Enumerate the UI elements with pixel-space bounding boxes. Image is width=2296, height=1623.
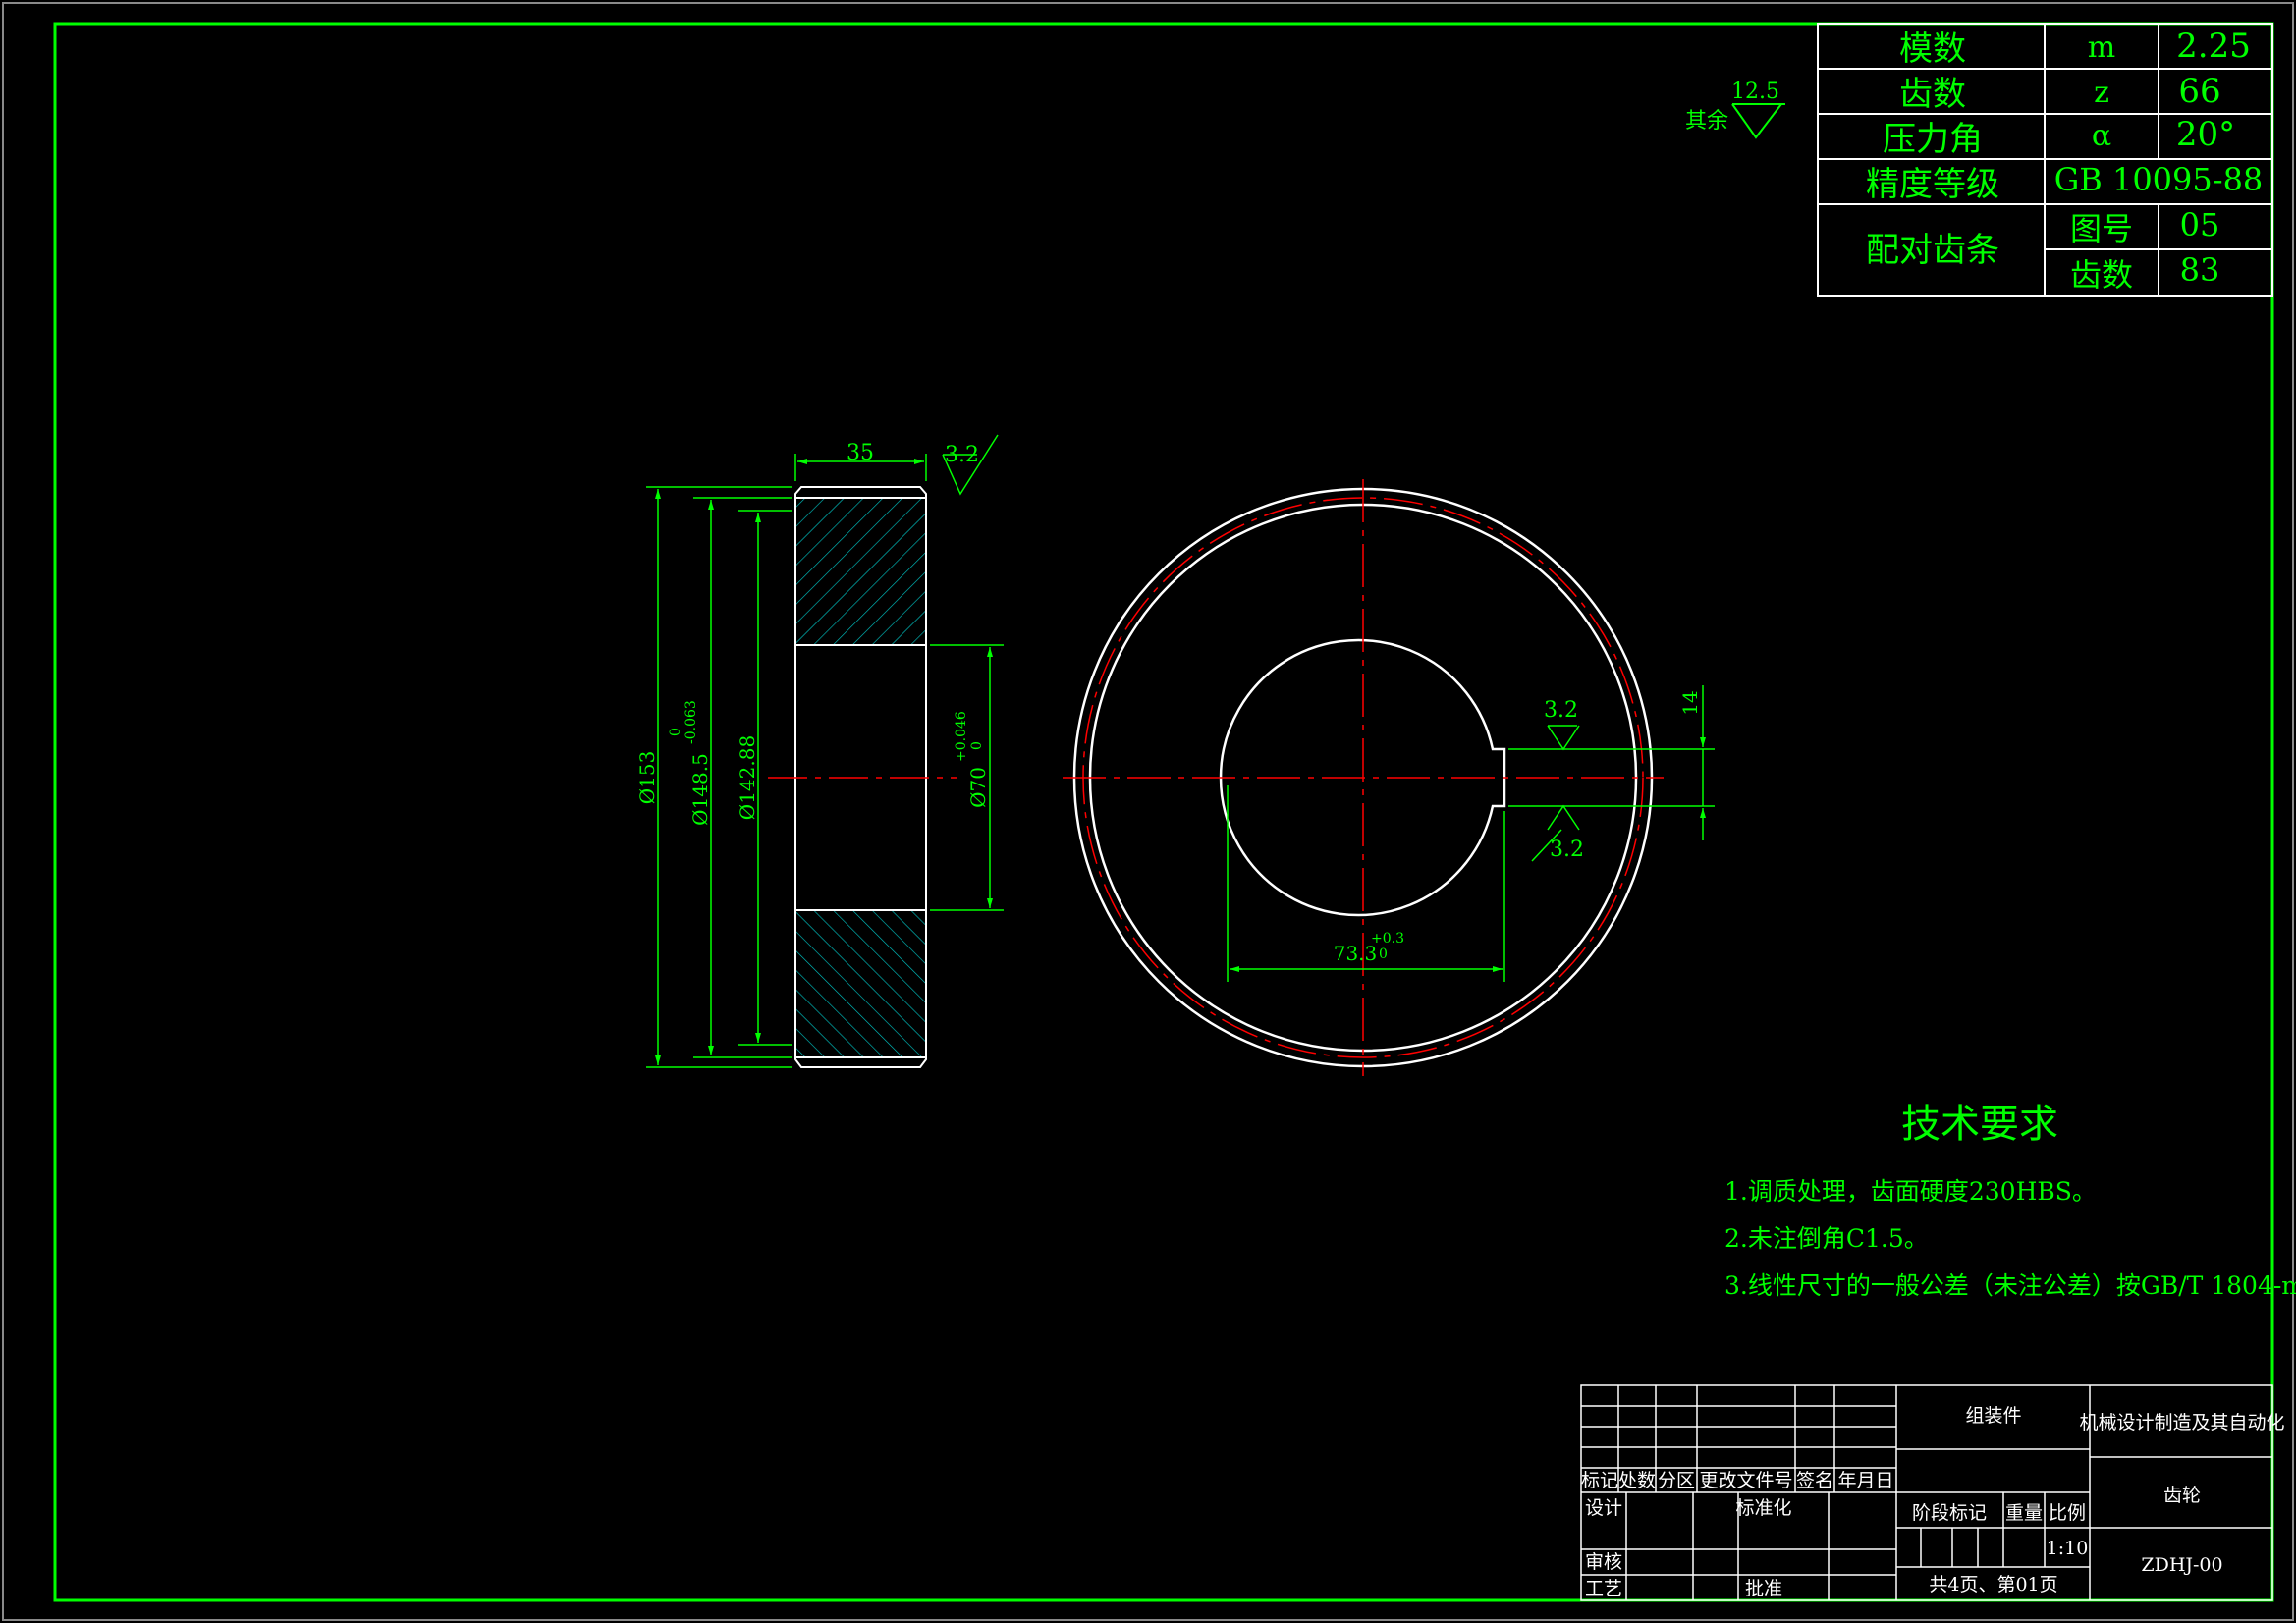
roughness-keyway-bottom: 3.2: [1550, 838, 1584, 862]
mating-rack-teeth-label: 齿数: [2070, 256, 2133, 294]
dim-diameter-153: Ø153: [635, 751, 659, 805]
param-value-pressure-angle: 20°: [2176, 115, 2235, 154]
tb-rev-sign: 签名: [1796, 1470, 1833, 1491]
dim-keyway-depth-tol-upper: +0.3: [1371, 931, 1404, 947]
param-symbol-teeth: z: [2094, 76, 2109, 110]
title-block: [1580, 1384, 2273, 1601]
param-symbol-module: m: [2088, 30, 2115, 65]
section-view-dimensions: [646, 434, 1004, 1068]
tb-part-name: 齿轮: [2163, 1485, 2201, 1506]
roughness-keyway-top: 3.2: [1544, 698, 1578, 723]
tech-req-title: 技术要求: [1901, 1102, 2058, 1147]
dim-diameter-148-5-tol-upper: 0: [668, 728, 683, 736]
param-name-teeth: 齿数: [1899, 75, 1966, 114]
mating-rack-drawing-no: 05: [2180, 206, 2220, 243]
tech-req-item-1: 1.调质处理，齿面硬度230HBS。: [1724, 1177, 2097, 1206]
tb-weight: 重量: [2005, 1502, 2043, 1524]
technical-requirements: 技术要求 1.调质处理，齿面硬度230HBS。 2.未注倒角C1.5。 3.线性…: [1724, 1102, 2296, 1300]
default-roughness-symbol: 其余 12.5: [1685, 80, 1785, 139]
tb-rev-doc: 更改文件号: [1699, 1470, 1792, 1491]
tb-rev-count: 处数: [1618, 1470, 1656, 1491]
param-value-precision: GB 10095-88: [2054, 161, 2264, 198]
tb-drawing-number: ZDHJ-00: [2141, 1554, 2222, 1576]
gear-front-view: [1063, 479, 1664, 1076]
tb-organization: 机械设计制造及其自动化: [2079, 1412, 2284, 1434]
tb-approve: 批准: [1745, 1578, 1782, 1599]
title-block-text: 标记 处数 分区 更改文件号 签名 年月日 设计 标准化 审核 工艺 批准 组装…: [1581, 1405, 2285, 1599]
gear-parameter-table: 模数 m 2.25 齿数 z 66 压力角 α 20° 精度等级 GB 1009…: [1817, 23, 2273, 297]
dim-width-35: 35: [847, 441, 874, 465]
param-name-pressure-angle: 压力角: [1883, 120, 1983, 159]
gear-section-view: [768, 486, 957, 1068]
dim-bore-70-tol-upper: +0.046: [954, 711, 969, 762]
tb-rev-date: 年月日: [1837, 1470, 1893, 1491]
tb-rev-mark: 标记: [1581, 1470, 1618, 1491]
param-symbol-pressure-angle: α: [2092, 119, 2111, 153]
roughness-default-label: 其余: [1685, 109, 1728, 134]
tb-scale: 1:10: [2047, 1538, 2089, 1559]
tb-scale-label: 比例: [2049, 1502, 2086, 1524]
dim-diameter-148-5: Ø148.5: [688, 753, 712, 826]
dim-diameter-148-5-tol-lower: -0.063: [683, 700, 699, 744]
mating-rack-teeth: 83: [2180, 251, 2220, 289]
dim-diameter-142-88: Ø142.88: [736, 735, 759, 820]
dim-keyway-depth: 73.3: [1334, 942, 1378, 965]
param-value-teeth: 66: [2178, 72, 2220, 111]
tb-rev-zone: 分区: [1658, 1470, 1695, 1491]
tb-sheets: 共4页、第01页: [1929, 1574, 2057, 1596]
param-name-module: 模数: [1899, 29, 1966, 69]
tb-assembly: 组装件: [1965, 1405, 2021, 1427]
roughness-side-face: 3.2: [945, 443, 979, 467]
param-name-precision: 精度等级: [1866, 165, 1999, 204]
tb-process: 工艺: [1585, 1578, 1622, 1599]
roughness-default-value: 12.5: [1731, 80, 1779, 104]
dim-bore-70: Ø70: [966, 767, 990, 808]
tech-req-item-3: 3.线性尺寸的一般公差（未注公差）按GB/T 1804-m: [1724, 1271, 2296, 1300]
mating-rack-drawing-no-label: 图号: [2070, 210, 2133, 247]
param-value-module: 2.25: [2176, 27, 2251, 66]
mating-rack-label: 配对齿条: [1866, 231, 1999, 270]
dim-keyway-depth-tol-lower: 0: [1379, 947, 1388, 962]
tb-standardize: 标准化: [1735, 1497, 1791, 1519]
dim-keyway-width-14: 14: [1678, 690, 1702, 715]
tb-review: 审核: [1585, 1551, 1622, 1573]
front-view-dimensions: [1227, 685, 1715, 982]
tb-design: 设计: [1585, 1497, 1622, 1519]
dim-bore-70-tol-lower: 0: [969, 741, 985, 750]
tech-req-item-2: 2.未注倒角C1.5。: [1724, 1224, 1929, 1253]
inner-frame: [53, 22, 2274, 1602]
tb-stage-mark: 阶段标记: [1912, 1502, 1987, 1524]
